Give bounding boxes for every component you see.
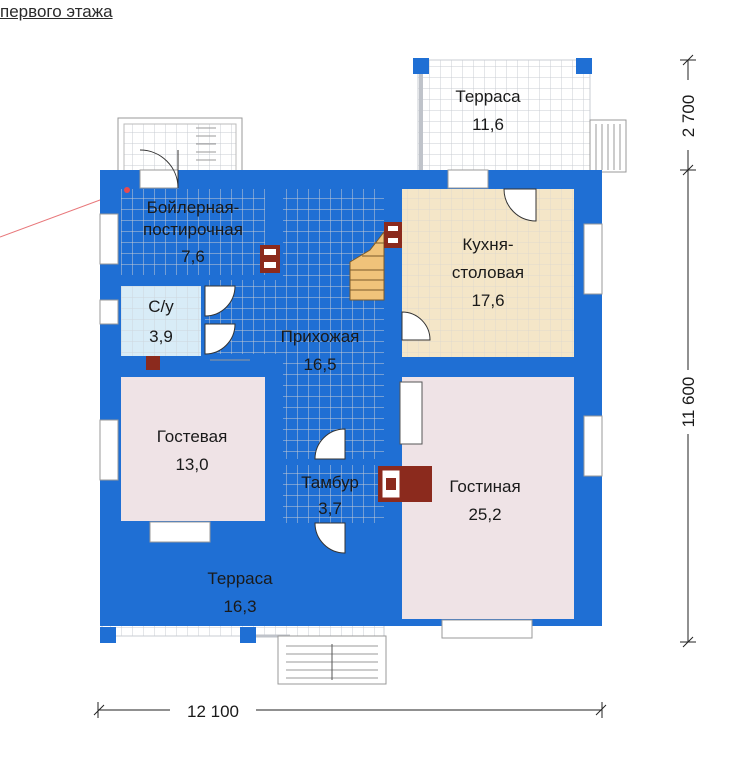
doors: [139, 149, 537, 554]
hall-left-wing: [265, 280, 283, 354]
bath-area: 3,9: [149, 327, 173, 346]
dimension-height: [680, 54, 696, 648]
stove-hall: [384, 222, 402, 248]
kitchen-label-1: Кухня-: [462, 235, 513, 254]
bath-label: С/у: [148, 297, 174, 316]
living-label: Гостиная: [449, 477, 520, 496]
plan-caption: первого этажа: [0, 2, 113, 21]
dimension-width-label: 12 100: [187, 702, 239, 721]
boiler-area: 7,6: [181, 247, 205, 266]
living-area: 25,2: [468, 505, 501, 524]
terrace-top-steps: [589, 119, 627, 173]
terrace-bottom-area: 16,3: [223, 597, 256, 616]
porch-top-left: [117, 117, 243, 174]
vestibule-area: 3,7: [318, 499, 342, 518]
corner-marker: [124, 187, 130, 193]
hall-room: [283, 189, 384, 459]
boiler-label-1: Бойлерная-: [147, 198, 240, 217]
stove-boiler: [260, 245, 280, 273]
vestibule-label: Тамбур: [301, 473, 359, 492]
dimension-width: [93, 702, 607, 718]
guest-room: [121, 377, 265, 521]
dimension-terrace-label: 2 700: [679, 95, 698, 138]
kitchen-area: 17,6: [471, 291, 504, 310]
guest-area: 13,0: [175, 455, 208, 474]
guest-label: Гостевая: [157, 427, 228, 446]
terrace-bottom-steps: [277, 635, 387, 685]
dimension-height-label: 11 600: [679, 377, 698, 428]
terrace-top: [413, 58, 592, 173]
kitchen-room-grid: [402, 189, 574, 357]
terrace-top-label: Терраса: [455, 87, 521, 106]
fireplace-living: [378, 466, 432, 502]
boiler-label-2: постирочная: [143, 220, 243, 239]
vestibule-room: [283, 465, 384, 523]
bath-room-grid: [121, 286, 201, 356]
chimney-guest: [146, 356, 160, 370]
kitchen-label-2: столовая: [452, 263, 524, 282]
terrace-top-area: 11,6: [472, 115, 504, 134]
terrace-bottom-label: Терраса: [207, 569, 273, 588]
staircase: [349, 230, 385, 301]
boiler-room: [121, 189, 265, 275]
hall-area: 16,5: [303, 355, 336, 374]
hall-label: Прихожая: [281, 327, 360, 346]
windows: [99, 169, 603, 639]
